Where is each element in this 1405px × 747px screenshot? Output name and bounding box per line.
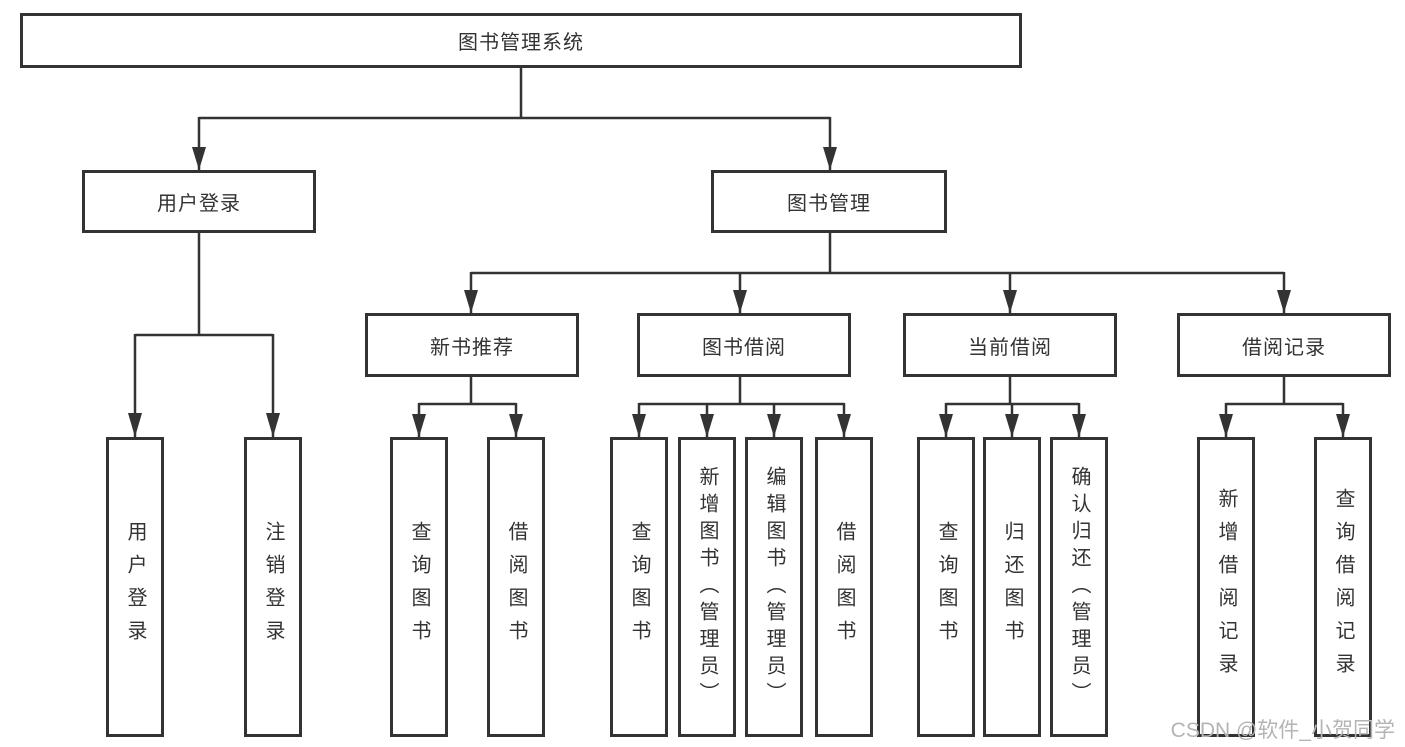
node-user-login-group: 用户登录 [82, 170, 316, 233]
node-borrow-books-recommend: 借阅图书 [487, 437, 545, 737]
node-edit-books-admin: 编辑图书（管理员） [745, 437, 803, 737]
node-label: 图书管理系统 [458, 32, 584, 54]
node-label: 查询图书 [408, 521, 430, 653]
node-query-books-recommend: 查询图书 [390, 437, 448, 737]
node-borrowing-records: 借阅记录 [1177, 313, 1391, 377]
node-label: 查询图书 [935, 521, 957, 653]
node-label: 当前借阅 [968, 336, 1052, 359]
node-library-management-system: 图书管理系统 [20, 13, 1022, 68]
node-current-borrowing: 当前借阅 [903, 313, 1117, 377]
node-label: 图书借阅 [702, 336, 786, 359]
node-book-management: 图书管理 [711, 170, 947, 233]
node-query-borrow-record: 查询借阅记录 [1314, 437, 1372, 737]
node-confirm-return-admin: 确认归还（管理员） [1050, 437, 1108, 737]
node-return-books: 归还图书 [983, 437, 1041, 737]
node-label: 查询借阅记录 [1332, 488, 1354, 686]
node-query-books-current: 查询图书 [917, 437, 975, 737]
node-label: 注销登录 [262, 521, 284, 653]
node-query-books-borrow: 查询图书 [610, 437, 668, 737]
node-label: 用户登录 [157, 193, 241, 215]
node-borrow-books: 借阅图书 [815, 437, 873, 737]
node-label: 用户登录 [124, 521, 146, 653]
node-logout: 注销登录 [244, 437, 302, 737]
node-label: 确认归还（管理员） [1068, 465, 1090, 709]
node-label: 借阅图书 [505, 521, 527, 653]
node-add-books-admin: 新增图书（管理员） [678, 437, 736, 737]
node-user-login: 用户登录 [106, 437, 164, 737]
node-book-borrowing: 图书借阅 [637, 313, 851, 377]
node-label: 查询图书 [628, 521, 650, 653]
csdn-watermark: CSDN @软件_小贺同学 [1170, 719, 1395, 742]
node-label: 编辑图书（管理员） [763, 465, 785, 709]
node-label: 图书管理 [787, 193, 871, 215]
node-new-book-recommendation: 新书推荐 [365, 313, 579, 377]
node-label: 借阅记录 [1242, 336, 1326, 359]
node-label: 新增图书（管理员） [696, 465, 718, 709]
node-label: 借阅图书 [833, 521, 855, 653]
node-label: 新书推荐 [430, 336, 514, 359]
node-label: 归还图书 [1001, 521, 1023, 653]
node-label: 新增借阅记录 [1215, 488, 1237, 686]
node-add-borrow-record: 新增借阅记录 [1197, 437, 1255, 737]
